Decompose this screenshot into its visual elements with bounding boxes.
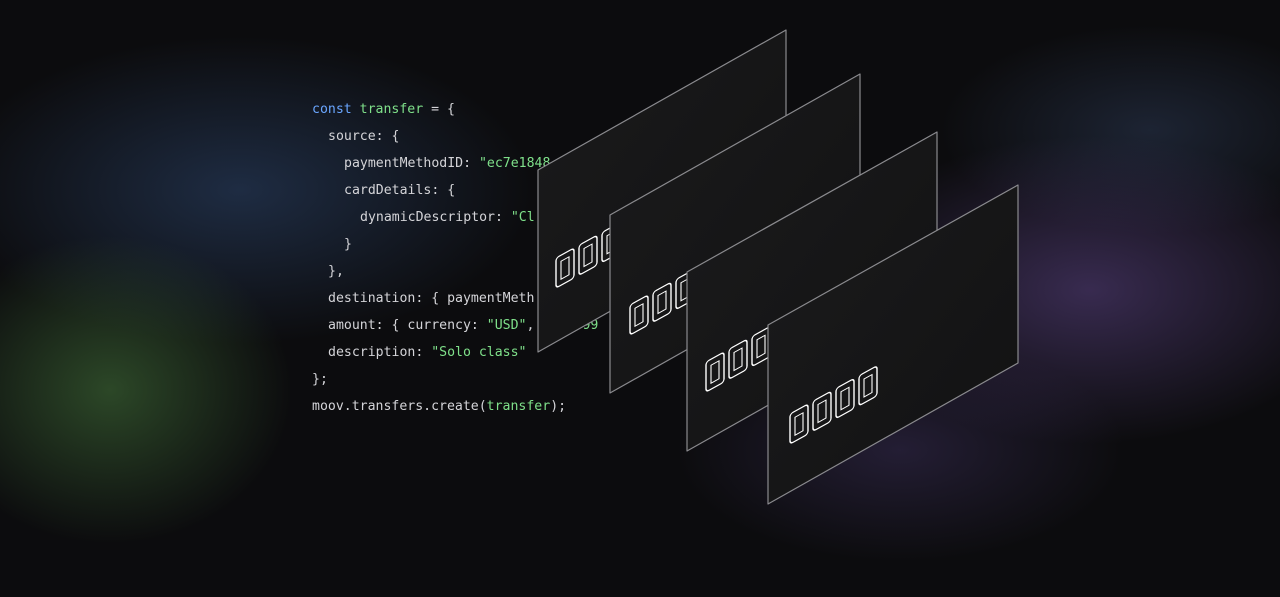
- code-line-11: };: [312, 372, 328, 387]
- code-line-10: description: "Solo class": [312, 339, 598, 366]
- code-text: );: [550, 399, 567, 414]
- code-line-5: dynamicDescriptor: "Cl: [312, 204, 598, 231]
- moov-logo-icon: [789, 366, 878, 444]
- code-key: dynamicDescriptor:: [360, 210, 511, 225]
- payment-card: [767, 184, 1019, 505]
- code-string: "ec7e1848: [478, 156, 551, 171]
- code-string: "USD": [486, 318, 527, 333]
- code-variable: transfer: [486, 399, 551, 414]
- code-line-8: destination: { paymentMeth: [328, 291, 535, 306]
- code-key: amount: { currency:: [328, 318, 487, 333]
- code-line-4: cardDetails: {: [344, 183, 456, 198]
- code-line-2: source: {: [328, 129, 400, 144]
- code-line-3: paymentMethodID: "ec7e1848: [312, 150, 598, 177]
- code-line-6: }: [344, 237, 352, 252]
- code-snippet: const transfer = { source: { paymentMeth…: [312, 96, 598, 420]
- code-text: moov.transfers.create(: [312, 399, 487, 414]
- code-key: paymentMethodID:: [344, 156, 479, 171]
- code-key: description:: [328, 345, 432, 360]
- code-string: "Solo class": [431, 345, 527, 360]
- code-line-7: },: [328, 264, 344, 279]
- code-line-12: moov.transfers.create(transfer);: [312, 393, 598, 420]
- code-variable: transfer: [359, 102, 424, 117]
- card-body: [767, 184, 1019, 505]
- code-line-1: const transfer = {: [312, 96, 598, 123]
- code-keyword: const: [312, 102, 352, 117]
- code-string: "Cl: [510, 210, 535, 225]
- code-text: ,: [526, 318, 535, 333]
- code-line-9: amount: { currency: "USD",99: [312, 312, 598, 339]
- code-text: = {: [423, 102, 455, 117]
